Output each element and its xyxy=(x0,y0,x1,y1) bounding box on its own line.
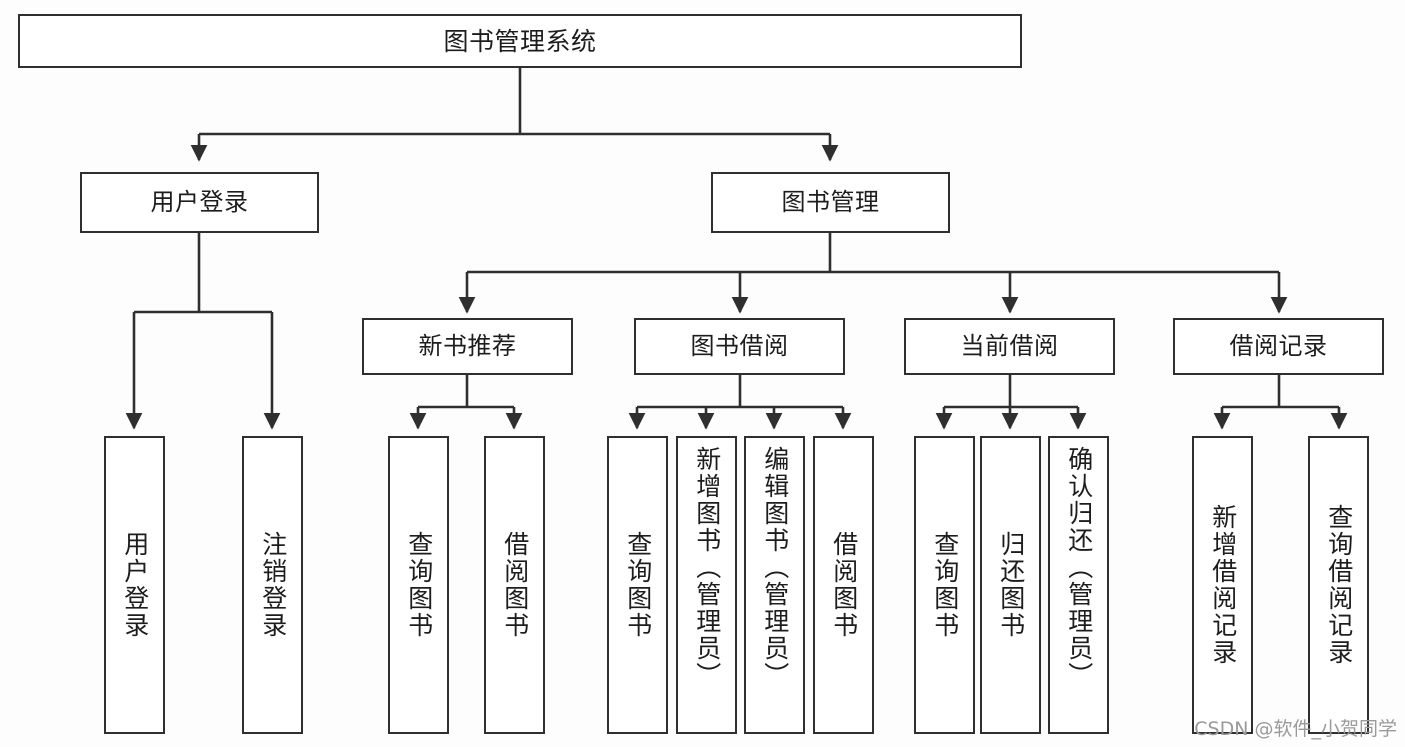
leaf-newbook-query-book[interactable]: 查询图书 xyxy=(388,436,449,734)
node-book-borrow[interactable]: 图书借阅 xyxy=(634,318,845,375)
node-label: 新书推荐 xyxy=(418,331,517,360)
node-label: 借阅图书 xyxy=(829,531,859,639)
node-label: 图书管理系统 xyxy=(443,26,597,56)
node-label: 用户登录 xyxy=(120,531,150,639)
leaf-record-query-borrow-record[interactable]: 查询借阅记录 xyxy=(1308,436,1369,734)
node-label: 归还图书 xyxy=(996,531,1026,639)
leaf-borrow-borrow-book[interactable]: 借阅图书 xyxy=(813,436,874,734)
node-label: 注销登录 xyxy=(258,531,288,639)
node-borrow-record[interactable]: 借阅记录 xyxy=(1173,318,1384,375)
node-label: 查询借阅记录 xyxy=(1324,504,1354,666)
node-label: 新增图书（管理员） xyxy=(692,446,722,689)
leaf-borrow-add-book-admin[interactable]: 新增图书（管理员） xyxy=(676,436,737,734)
leaf-current-confirm-return-admin[interactable]: 确认归还（管理员） xyxy=(1048,436,1109,734)
node-label: 图书借阅 xyxy=(690,331,789,360)
node-label: 查询图书 xyxy=(623,531,653,639)
leaf-current-query-book[interactable]: 查询图书 xyxy=(914,436,975,734)
leaf-current-return-book[interactable]: 归还图书 xyxy=(980,436,1041,734)
node-label: 借阅图书 xyxy=(500,531,530,639)
node-label: 查询图书 xyxy=(404,531,434,639)
leaf-borrow-query-book[interactable]: 查询图书 xyxy=(607,436,668,734)
node-label: 编辑图书（管理员） xyxy=(760,446,790,689)
node-root-library-system[interactable]: 图书管理系统 xyxy=(18,14,1022,68)
leaf-user-login[interactable]: 用户登录 xyxy=(104,436,165,734)
node-label: 借阅记录 xyxy=(1229,331,1328,360)
leaf-user-logout[interactable]: 注销登录 xyxy=(242,436,303,734)
leaf-newbook-borrow-book[interactable]: 借阅图书 xyxy=(484,436,545,734)
csdn-watermark: CSDN @软件_小贺同学 xyxy=(1194,718,1397,740)
node-label: 当前借阅 xyxy=(960,331,1059,360)
node-label: 用户登录 xyxy=(150,187,249,216)
leaf-borrow-edit-book-admin[interactable]: 编辑图书（管理员） xyxy=(744,436,805,734)
node-label: 新增借阅记录 xyxy=(1208,504,1238,666)
node-user-login[interactable]: 用户登录 xyxy=(80,172,319,233)
node-new-book-recommend[interactable]: 新书推荐 xyxy=(362,318,573,375)
node-current-borrow[interactable]: 当前借阅 xyxy=(904,318,1115,375)
node-label: 图书管理 xyxy=(781,187,880,216)
node-book-management[interactable]: 图书管理 xyxy=(711,172,950,233)
node-label: 查询图书 xyxy=(930,531,960,639)
leaf-record-add-borrow-record[interactable]: 新增借阅记录 xyxy=(1192,436,1253,734)
node-label: 确认归还（管理员） xyxy=(1064,446,1094,689)
